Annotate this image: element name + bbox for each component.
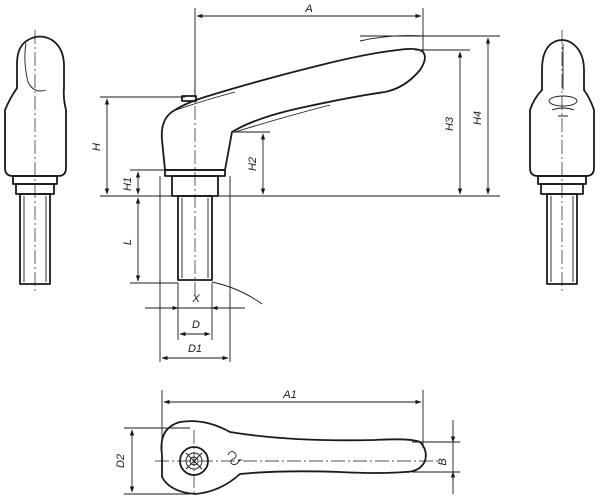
dim-label-x: X xyxy=(191,293,200,305)
lever-arm xyxy=(160,47,426,171)
dim-label-b: B xyxy=(437,458,449,465)
left-view-handle-top xyxy=(16,35,65,89)
left-side-view xyxy=(4,30,67,292)
dim-label-h: H xyxy=(91,143,103,151)
right-side-view xyxy=(529,30,595,292)
lever-top-cap xyxy=(181,95,197,102)
left-view-handle-body xyxy=(4,87,67,177)
dim-label-h1: H1 xyxy=(122,177,134,191)
dim-label-d2: D2 xyxy=(115,454,127,468)
dim-label-a: A xyxy=(304,3,312,15)
dim-label-a1: A1 xyxy=(282,389,296,401)
dim-label-l: L xyxy=(122,239,134,245)
dim-label-h3: H3 xyxy=(444,116,456,131)
top-view: A1 D2 B xyxy=(115,389,460,495)
front-view: A H H1 L H2 H3 H4 X D D1 xyxy=(91,3,500,362)
dim-label-h2: H2 xyxy=(247,157,259,171)
right-view-recess xyxy=(548,95,578,107)
dim-label-h4: H4 xyxy=(472,111,484,125)
dim-label-d: D xyxy=(192,319,200,331)
dim-label-d1: D1 xyxy=(188,343,202,355)
